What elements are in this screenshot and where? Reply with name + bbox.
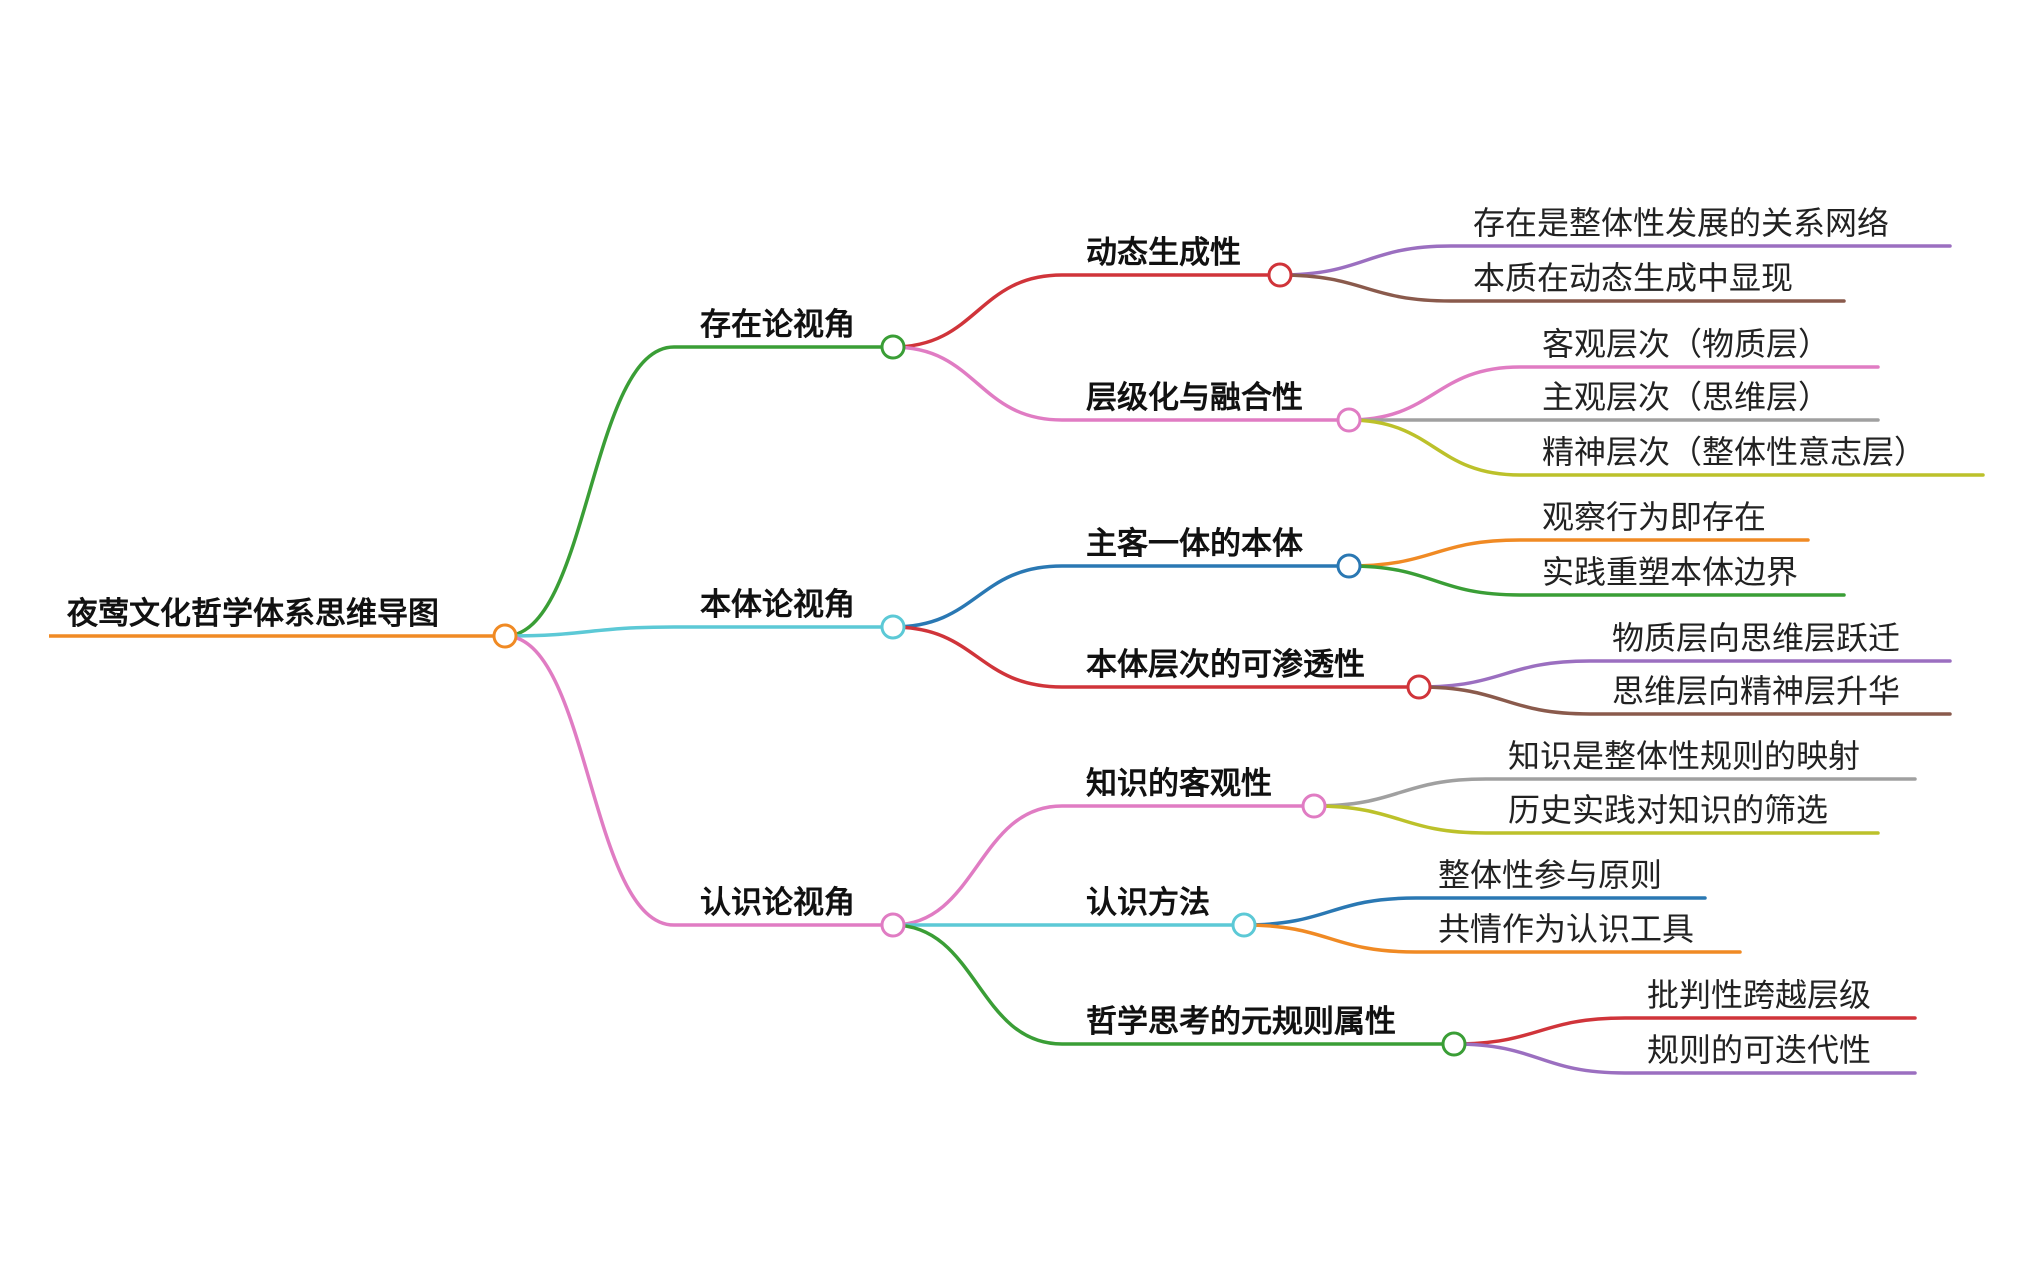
topic-node-toggle[interactable] [1267,262,1293,288]
branch-node-toggle[interactable] [880,334,906,360]
root-node-toggle[interactable] [492,623,518,649]
topic-connector [891,625,1421,689]
leaf-label: 批判性跨越层级 [1647,976,1871,1014]
branch-connector [503,345,895,638]
root-title: 夜莺文化哲学体系思维导图 [66,596,439,632]
branch-label: 本体论视角 [700,587,855,623]
leaf-label: 本质在动态生成中显现 [1473,259,1793,297]
leaf-label: 主观层次（思维层） [1542,378,1830,416]
topic-label: 层级化与融合性 [1086,380,1303,416]
branch-label: 认识论视角 [700,885,855,921]
leaf-label: 精神层次（整体性意志层） [1542,433,1926,471]
leaf-connector [1347,564,1846,597]
topic-label: 主客一体的本体 [1086,526,1303,562]
topic-label: 动态生成性 [1086,235,1241,271]
topic-label: 认识方法 [1086,885,1210,921]
topic-node-toggle[interactable] [1301,793,1327,819]
topic-connector [891,564,1351,629]
leaf-label: 规则的可迭代性 [1647,1031,1871,1069]
leaf-label: 思维层向精神层升华 [1612,672,1900,710]
branch-node-toggle[interactable] [880,912,906,938]
leaf-label: 历史实践对知识的筛选 [1508,791,1828,829]
leaf-connector [1312,804,1880,835]
leaf-label: 整体性参与原则 [1438,856,1662,894]
leaf-connector [1417,685,1952,716]
topic-node-toggle[interactable] [1336,553,1362,579]
topic-node-toggle[interactable] [1406,674,1432,700]
topic-connector [891,345,1351,422]
branch-connector [503,634,895,927]
leaf-label: 存在是整体性发展的关系网络 [1473,204,1889,242]
nodes: 夜莺文化哲学体系思维导图 存在论视角 动态生成性 存在是整体性发展的关系网络本质在动态… [66,204,1926,1069]
leaf-label: 客观层次（物质层） [1542,325,1830,363]
leaf-label: 实践重塑本体边界 [1542,553,1798,591]
topic-label: 知识的客观性 [1086,766,1272,802]
leaf-connector [1452,1042,1917,1075]
leaf-connector [1452,1016,1917,1046]
topic-connector [891,923,1456,1046]
topic-node-toggle[interactable] [1336,407,1362,433]
leaf-connector [1347,418,1985,477]
leaf-connector [1347,365,1880,422]
topic-node-toggle[interactable] [1231,912,1257,938]
leaf-label: 观察行为即存在 [1542,498,1766,536]
branch-connector [503,625,895,638]
leaf-connector [1417,659,1952,689]
leaf-connector [1278,244,1952,277]
topic-label: 本体层次的可渗透性 [1086,647,1365,683]
topic-connector [891,804,1316,927]
topic-node-toggle[interactable] [1441,1031,1467,1057]
topic-label: 哲学思考的元规则属性 [1086,1004,1396,1040]
topic-connector [891,273,1282,349]
leaf-connector [1312,777,1917,808]
leaf-connector [1242,896,1707,927]
leaf-label: 共情作为认识工具 [1438,910,1694,948]
leaf-connector [1242,923,1742,954]
branch-node-toggle[interactable] [880,614,906,640]
leaf-connector [1347,538,1810,568]
leaf-label: 物质层向思维层跃迁 [1612,619,1900,657]
branch-label: 存在论视角 [700,307,855,343]
leaf-label: 知识是整体性规则的映射 [1508,737,1860,775]
connector-lines [49,244,1985,1075]
leaf-connector [1278,273,1846,303]
